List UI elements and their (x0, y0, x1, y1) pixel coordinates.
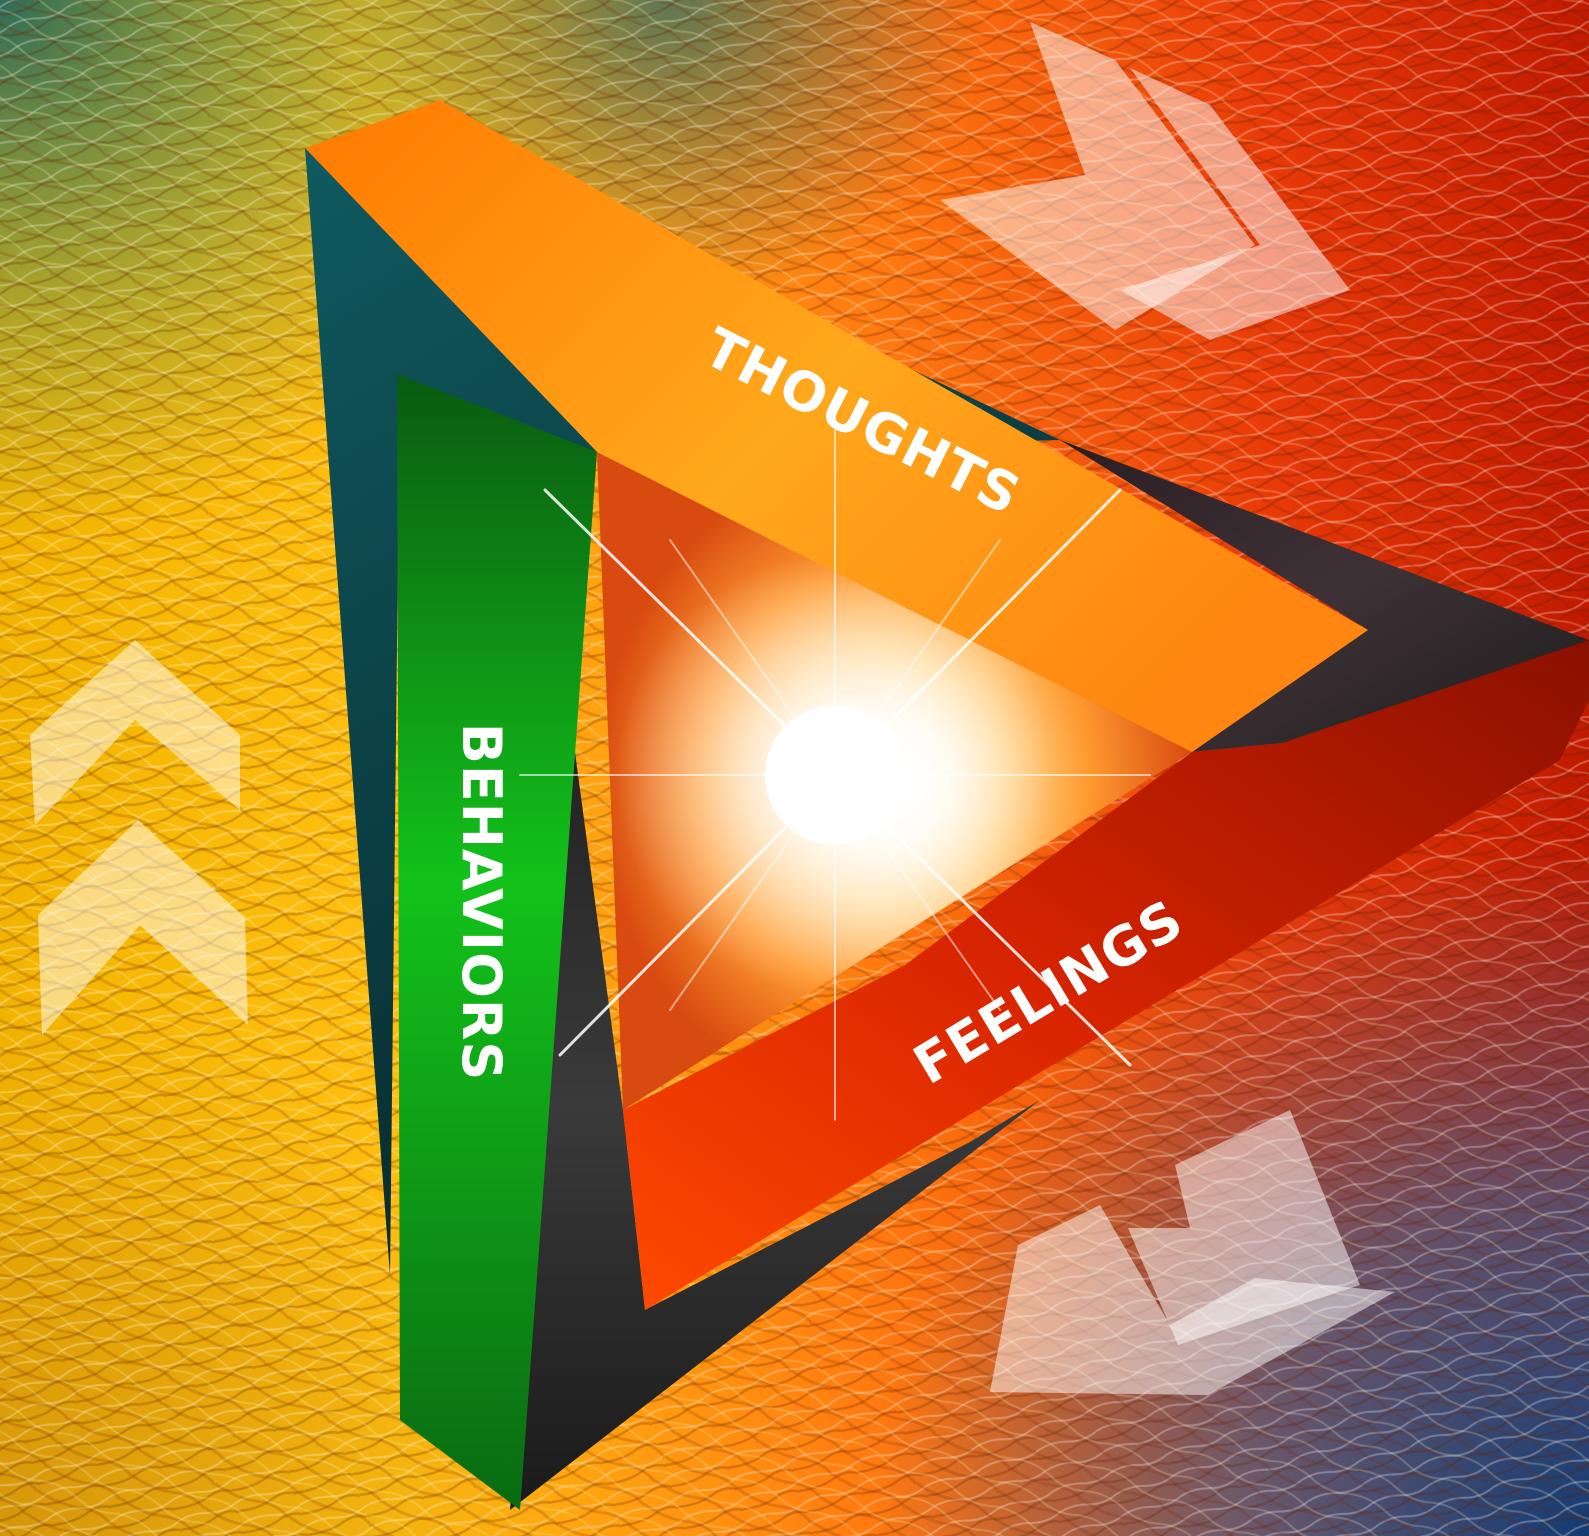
behaviors-face (397, 374, 597, 1510)
double-chevron-up-icon (30, 640, 248, 1035)
behaviors-label: BEHAVIORS (450, 723, 513, 1082)
behaviors-bottom-bevel (510, 700, 1040, 1510)
double-chevron-down-left-icon (990, 1110, 1395, 1395)
impossible-triangle (305, 100, 1589, 1510)
double-chevron-right-icon (940, 22, 1350, 340)
thoughts-feelings-bevel (1060, 440, 1589, 752)
thoughts-face (305, 100, 1368, 752)
feelings-face (623, 640, 1589, 1310)
flare-rays (519, 419, 1151, 1121)
